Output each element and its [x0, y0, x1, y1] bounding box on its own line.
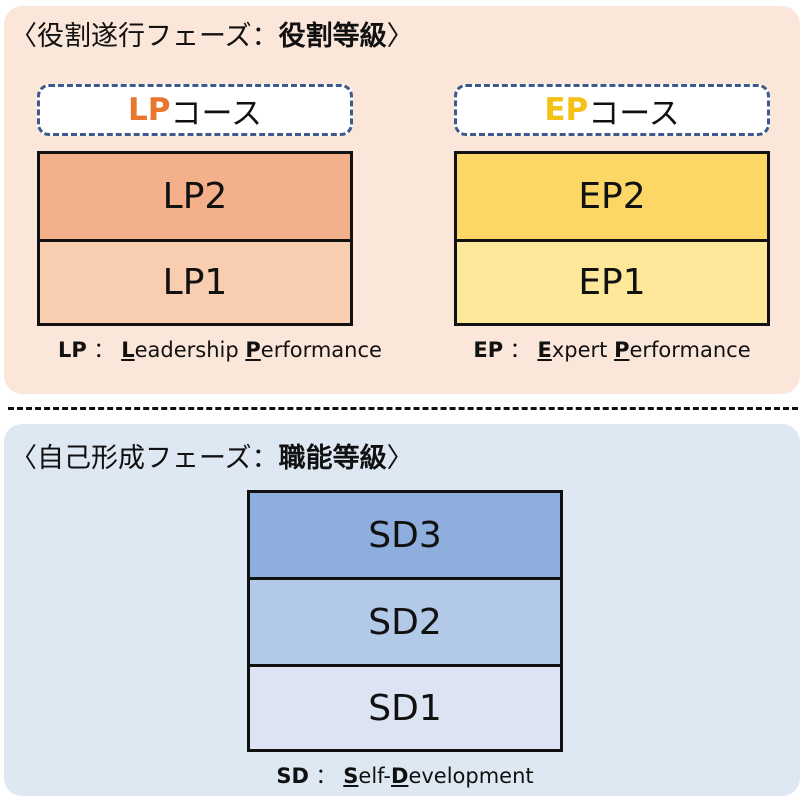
- title-bracket-close: 〉: [386, 21, 414, 52]
- ep-code: EP: [544, 92, 589, 128]
- title-bold: 役割等級: [278, 21, 387, 52]
- sd1-level: SD1: [250, 667, 560, 749]
- title-prefix: 役割遂行フェーズ：: [37, 21, 279, 52]
- ep-level-stack: EP2 EP1: [454, 151, 770, 326]
- lp-code: LP: [128, 92, 171, 128]
- lp-level-stack: LP2 LP1: [37, 151, 353, 326]
- lp-course-text: コース: [170, 95, 262, 132]
- role-phase-title: 〈役割遂行フェーズ：役割等級〉: [10, 14, 414, 53]
- sd-legend: SD ： Self-Development: [276, 764, 534, 788]
- ep2-level: EP2: [457, 154, 767, 242]
- title-prefix: 自己形成フェーズ：: [37, 443, 279, 474]
- ep1-level: EP1: [457, 242, 767, 323]
- sd2-level: SD2: [250, 580, 560, 667]
- sd3-level: SD3: [250, 493, 560, 580]
- phase-divider: [8, 407, 798, 410]
- title-bracket-open: 〈: [10, 21, 37, 52]
- self-phase-title: 〈自己形成フェーズ：職能等級〉: [10, 436, 414, 475]
- title-bracket-close: 〉: [386, 443, 414, 474]
- lp2-level: LP2: [40, 154, 350, 242]
- lp1-level: LP1: [40, 242, 350, 323]
- title-bold: 職能等級: [278, 443, 387, 474]
- ep-legend: EP ： Expert Performance: [473, 338, 751, 362]
- ep-course-text: コース: [588, 95, 680, 132]
- sd-level-stack: SD3 SD2 SD1: [247, 490, 563, 752]
- title-bracket-open: 〈: [10, 443, 37, 474]
- lp-legend: LP ： Leadership Performance: [58, 338, 382, 362]
